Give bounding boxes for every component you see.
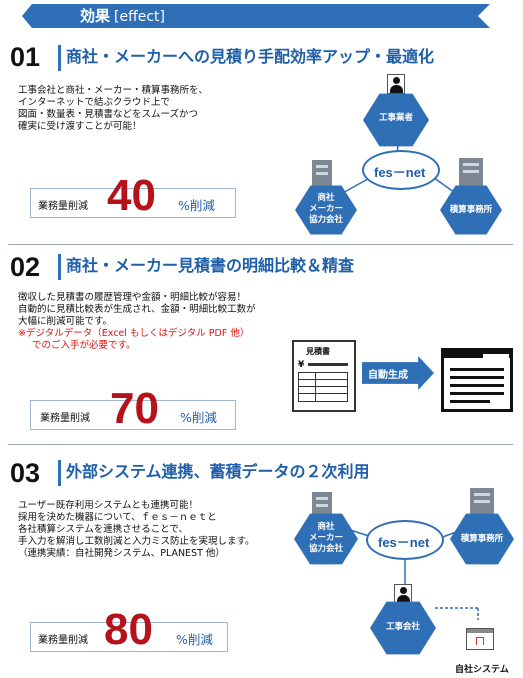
section-1-reduction-value: 40 (107, 171, 156, 220)
hex-trading-line: 協力会社 (308, 215, 343, 225)
building-window (474, 500, 490, 503)
sheet-line (450, 400, 490, 403)
section-3-title: 外部システム連携、蓄積データの２次利用 (66, 462, 370, 481)
section-2-text: 徴収した見積書の履歴管理や金額・明細比較が容易！ 自動的に見積比較表が生成され、… (18, 292, 256, 352)
hex-trading-label: 商社 メーカー 協力会社 (295, 193, 357, 226)
section-3-line: 採用を決めた機器について、ｆｅｓ－ｎｅｔと (18, 512, 217, 523)
building-window (316, 172, 328, 175)
section-3-reduction-value: 80 (104, 605, 153, 654)
section-3-line: （連携実績：自社開発システム、PLANEST 他） (18, 548, 225, 559)
section-2-note: でのご入手が必要です。 (32, 340, 136, 351)
section-3-reduction-unit: %削減 (176, 632, 213, 647)
hex-trading (295, 185, 357, 235)
hex-trading-3-line: メーカー (308, 533, 343, 543)
section-2-reduction-value: 70 (110, 384, 159, 433)
section-1-line: 確実に受け渡すことが可能！ (18, 121, 142, 132)
section-2-reduction-box (30, 400, 236, 430)
section-2-reduction-unit: %削減 (180, 410, 217, 425)
fesnet-hub-label: fes－net (374, 165, 426, 180)
section-1-reduction-unit: %削減 (178, 198, 215, 213)
section-3-bar (58, 460, 61, 486)
section-2-line: 自動的に見積比較表が生成され、金額・明細比較工数が (18, 304, 256, 315)
sheet-line (450, 392, 504, 395)
section-1-bar (58, 45, 61, 71)
hex-trading-line: 商社 (317, 193, 335, 203)
section-2-note: ※デジタルデータ（Excel もしくはデジタル PDF 他） (18, 328, 250, 339)
section-1-number: 01 (10, 42, 41, 72)
hex-estimation (440, 185, 502, 235)
section-3-reduction-label: 業務量削減 (38, 635, 88, 646)
system-label: 自社システム (455, 665, 509, 675)
hex-trading-line: メーカー (308, 204, 343, 214)
section-1-reduction-label: 業務量削減 (38, 201, 88, 212)
sheet-line (450, 384, 504, 387)
document-yen: ¥ (298, 360, 305, 370)
section-divider (8, 444, 513, 445)
document-table (298, 372, 348, 402)
hex-trading-3-label: 商社 メーカー 協力会社 (294, 522, 358, 555)
section-1-line: 工事会社と商社・メーカー・積算事務所を、 (18, 85, 209, 96)
section-1-text: 工事会社と商社・メーカー・積算事務所を、 インターネットで結ぶクラウド上で 図面… (18, 85, 208, 133)
person-icon (387, 74, 405, 94)
section-3-text: ユーザー既存利用システムとも連携可能！ 採用を決めた機器について、ｆｅｓ－ｎｅｔ… (18, 500, 255, 560)
sheet-line (450, 376, 504, 379)
building-window (474, 493, 490, 496)
sheet-line (450, 368, 504, 371)
fesnet-hub-3-label: fes－net (378, 535, 430, 550)
person-icon (394, 584, 412, 604)
section-2-line: 徴収した見積書の履歴管理や金額・明細比較が容易！ (18, 292, 247, 303)
header-title: 効果[effect] (80, 4, 165, 28)
header-title-ja: 効果 (80, 7, 111, 25)
building-window (316, 497, 328, 500)
section-3-line: ユーザー既存利用システムとも連携可能！ (18, 500, 199, 511)
section-1-title: 商社・メーカーへの見積り手配効率アップ・最適化 (66, 47, 435, 66)
section-3-line: 各社積算システムを連携させることで、 (18, 524, 189, 535)
hex-estimation-3 (450, 513, 514, 565)
section-2-number: 02 (10, 252, 41, 282)
section-1-line: 図面・数量表・見積書などをスムーズかつ (18, 109, 199, 120)
document-icon (292, 340, 356, 412)
section-1-line: インターネットで結ぶクラウド上で (18, 97, 171, 108)
hex-trading-3-line: 協力会社 (308, 544, 343, 554)
section-3-number: 03 (10, 458, 41, 488)
section-divider (8, 244, 513, 245)
fesnet-hub-3 (366, 520, 444, 560)
section-2-title: 商社・メーカー見積書の明細比較＆精査 (66, 256, 355, 275)
sheet-header-bar (441, 348, 513, 358)
document-title: 見積書 (306, 347, 330, 356)
header-banner (22, 4, 490, 28)
hex-estimation-3-label: 積算事務所 (460, 534, 504, 544)
section-3-line: 手入力を解消し工数削減と入力ミス防止を実現します。 (18, 536, 255, 547)
header-title-en: [effect] (114, 9, 165, 25)
auto-generate-label: 自動生成 (368, 370, 408, 381)
document-line (308, 363, 348, 366)
building-window (316, 504, 328, 507)
building-window (463, 163, 479, 166)
hex-contractor-label: 工事業者 (378, 113, 413, 123)
system-window-icon (466, 628, 494, 650)
hex-estimation-label: 積算事務所 (449, 205, 493, 215)
section-2-reduction-label: 業務量削減 (40, 413, 90, 424)
section-2-bar (58, 254, 61, 280)
hex-trading-3-line: 商社 (317, 522, 335, 532)
sheet-tab (483, 354, 509, 360)
building-window (463, 170, 479, 173)
fesnet-hub (362, 150, 440, 190)
section-3-reduction-box (30, 622, 228, 652)
hex-construction-company-label: 工事会社 (385, 622, 420, 632)
hex-trading-3 (294, 513, 358, 565)
section-2-line: 大幅に削減可能です。 (18, 316, 113, 327)
building-window (316, 165, 328, 168)
section-1-reduction-box (30, 188, 236, 218)
